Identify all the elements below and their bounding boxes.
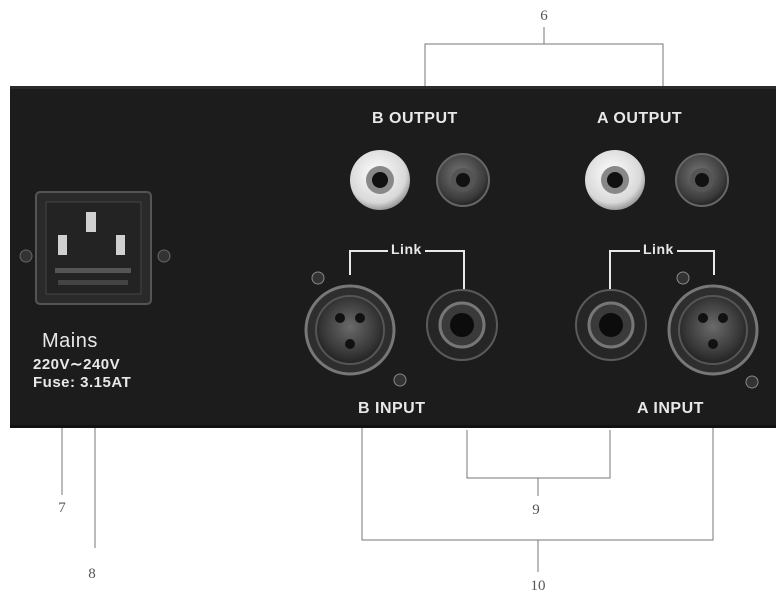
- b-link-label: Link: [388, 241, 425, 257]
- a-output-black-post-icon: [675, 153, 729, 207]
- b-output-label: B OUTPUT: [372, 110, 458, 127]
- a-link-label: Link: [640, 241, 677, 257]
- a-input-label: A INPUT: [637, 400, 704, 417]
- b-output-red-post-icon: [350, 150, 410, 210]
- callout-7: 7: [58, 500, 66, 516]
- mains-socket-icon: [19, 191, 171, 305]
- b-input-xlr-icon: [304, 271, 407, 387]
- a-input-xlr-icon: [667, 271, 759, 389]
- a-input-jack-icon: [575, 289, 647, 361]
- b-output-black-post-icon: [436, 153, 490, 207]
- mains-fuse: Fuse: 3.15AT: [33, 374, 132, 391]
- mains-voltage: 220V∼240V: [33, 356, 121, 373]
- callout-lines: [61, 27, 714, 572]
- callout-6: 6: [540, 8, 548, 24]
- b-input-jack-icon: [426, 289, 498, 361]
- a-output-label: A OUTPUT: [597, 110, 683, 127]
- b-input-label: B INPUT: [358, 400, 426, 417]
- a-output-red-post-icon: [585, 150, 645, 210]
- mains-title: Mains: [42, 330, 98, 352]
- callout-8: 8: [88, 566, 96, 582]
- callout-10: 10: [530, 578, 546, 594]
- callout-9: 9: [532, 502, 540, 518]
